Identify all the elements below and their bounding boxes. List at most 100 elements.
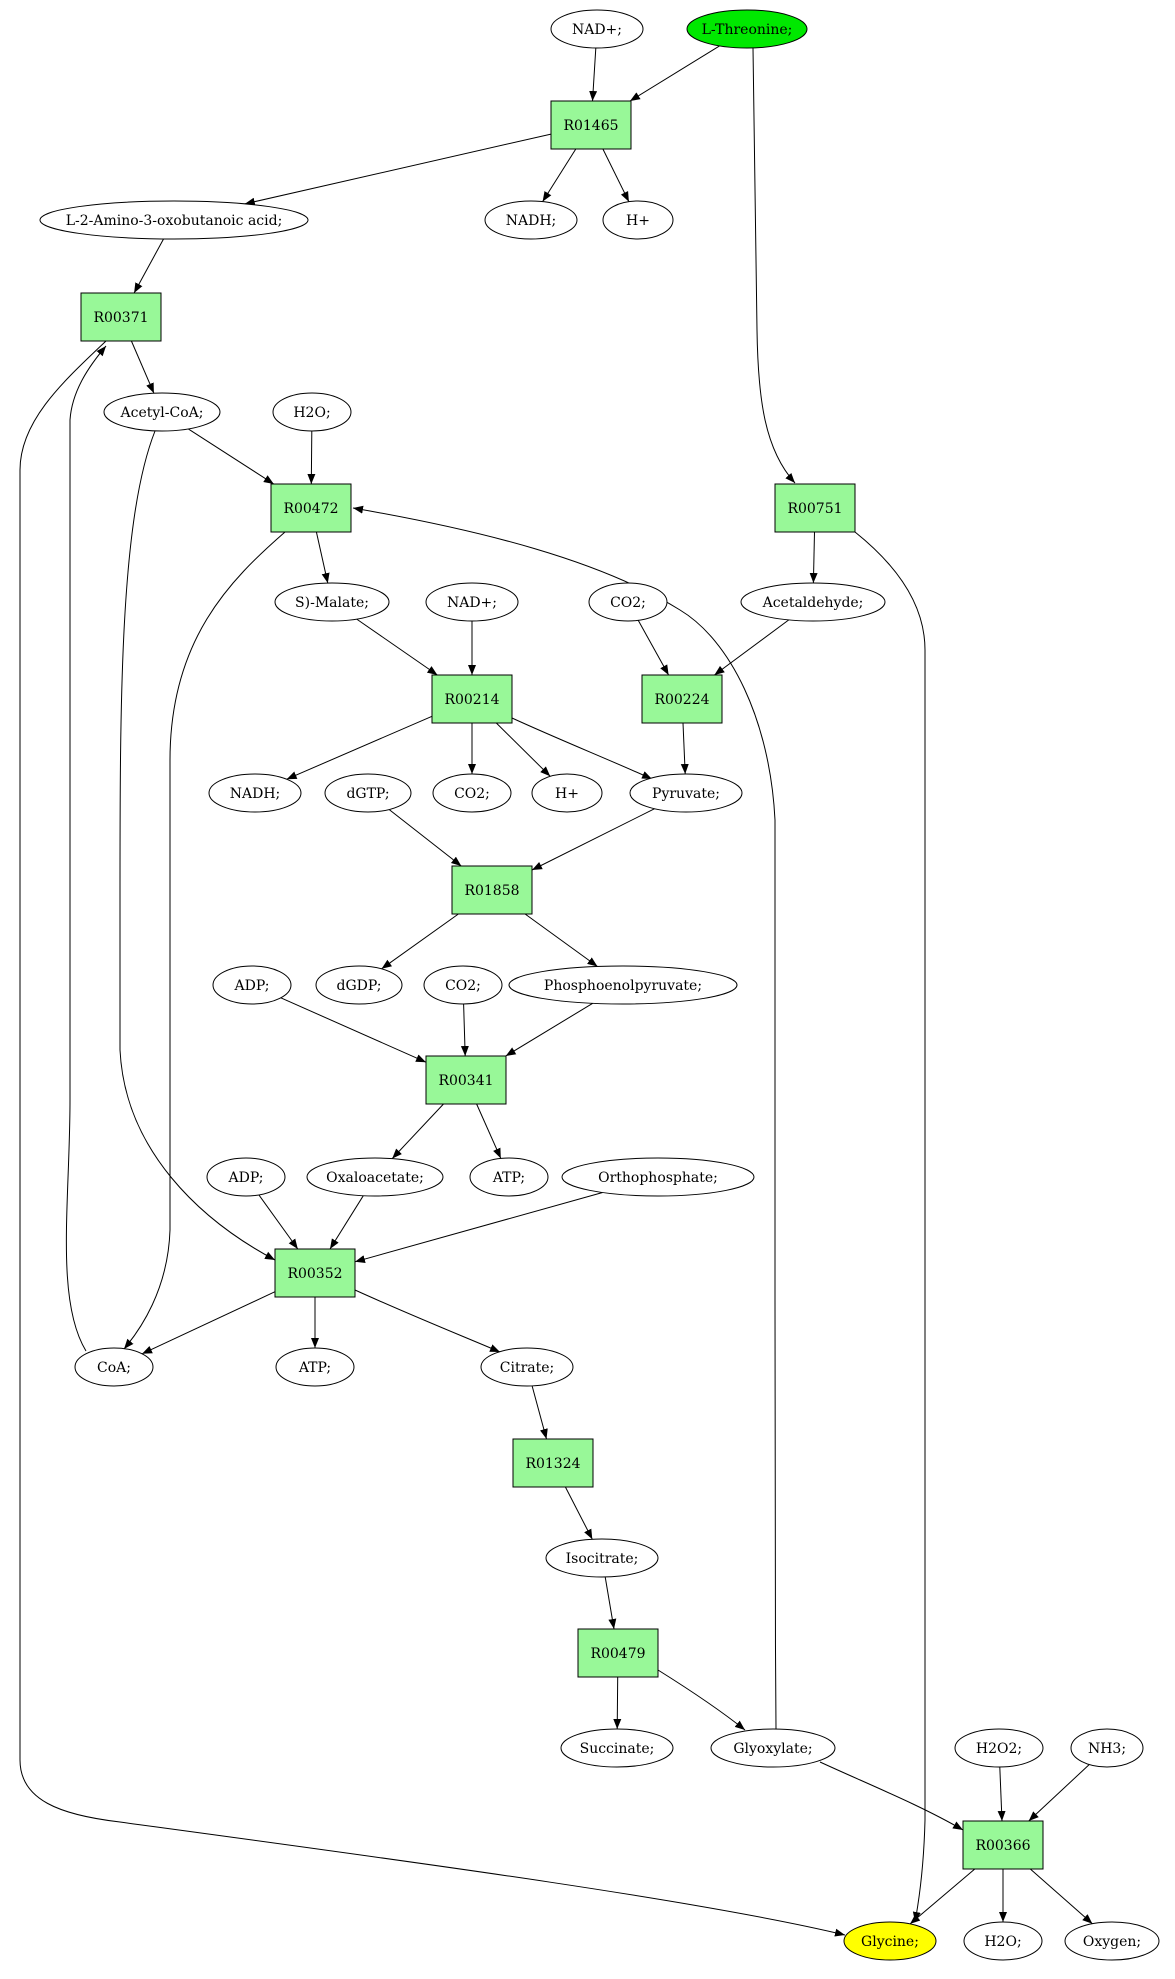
compound-node-co2_a: CO2; — [588, 582, 668, 622]
nodes-layer: NAD+;L-Threonine;R01465L-2-Amino-3-oxobu… — [39, 9, 1160, 1961]
compound-node-adp_b: ADP; — [206, 1157, 286, 1197]
edge-r00341-to-oxaloacetate — [391, 1103, 444, 1159]
compound-node-nad_top: NAD+; — [550, 9, 644, 49]
compound-node-citrate: Citrate; — [480, 1347, 574, 1387]
compound-ellipse — [315, 965, 403, 1005]
edge-r00352-to-citrate — [354, 1289, 501, 1353]
compound-ellipse — [208, 773, 302, 813]
compound-ellipse — [602, 200, 674, 240]
compound-node-nad_mid: NAD+; — [425, 582, 519, 622]
compound-ellipse — [484, 200, 578, 240]
edge-r00366-to-oxygen — [1029, 1868, 1093, 1925]
edges-layer — [19, 45, 1093, 1937]
compound-ellipse — [545, 1538, 659, 1578]
node-label: Orthophosphate; — [598, 1170, 718, 1186]
reaction-box — [962, 1820, 1044, 1870]
node-label: Pyruvate; — [652, 786, 720, 802]
compound-node-dgtp: dGTP; — [324, 773, 412, 813]
reaction-node-r00371: R00371 — [80, 292, 162, 342]
node-label: ATP; — [298, 1360, 331, 1376]
node-label: ATP; — [492, 1170, 525, 1186]
compound-ellipse — [710, 1728, 836, 1768]
node-label: CoA; — [97, 1360, 131, 1376]
edge-r00472-to-smalate — [315, 531, 330, 584]
compound-ellipse — [103, 392, 221, 432]
reaction-box — [274, 1248, 356, 1298]
reaction-node-r00224: R00224 — [641, 674, 723, 724]
node-label: CO2; — [610, 595, 646, 611]
compound-ellipse — [1070, 1728, 1144, 1768]
edge-r00341-to-atp_a — [476, 1103, 502, 1159]
edge-citrate-to-r01324 — [531, 1385, 548, 1440]
node-label: ADP; — [234, 978, 270, 994]
edge-r01858-to-pep — [524, 913, 598, 967]
compound-node-pyruvate: Pyruvate; — [629, 773, 743, 813]
node-label: Acetaldehyde; — [762, 595, 864, 611]
compound-node-orthophosphate: Orthophosphate; — [561, 1157, 755, 1197]
compound-node-isocitrate: Isocitrate; — [545, 1538, 659, 1578]
compound-node-co2_b: CO2; — [432, 773, 512, 813]
node-label: Isocitrate; — [566, 1551, 639, 1567]
edge-r00371-to-acetylcoa — [130, 340, 155, 394]
edge-isocitrate-to-r00479 — [604, 1576, 617, 1630]
edge-orthophosphate-to-r00352 — [354, 1192, 603, 1263]
compound-ellipse — [550, 9, 644, 49]
compound-node-smalate: S)-Malate; — [274, 582, 390, 622]
compound-ellipse — [686, 9, 808, 49]
compound-node-atp_a: ATP; — [469, 1157, 549, 1197]
compound-ellipse — [531, 773, 603, 813]
reaction-box — [80, 292, 162, 342]
edge-r01465-to-nadh_top — [542, 148, 577, 202]
reaction-box — [451, 865, 533, 915]
compound-node-glyoxylate: Glyoxylate; — [710, 1728, 836, 1768]
reaction-node-r00341: R00341 — [425, 1055, 507, 1105]
compound-ellipse — [480, 1347, 574, 1387]
edge-r00479-to-glyoxylate — [657, 1669, 746, 1731]
node-label: H+ — [626, 213, 650, 229]
edge-r00751-to-glycine — [854, 531, 926, 1923]
edge-adp_a-to-r00341 — [280, 997, 427, 1063]
node-label: Oxygen; — [1083, 1934, 1141, 1950]
compound-node-acetaldehyde: Acetaldehyde; — [740, 582, 886, 622]
compound-node-nadh_top: NADH; — [484, 200, 578, 240]
node-label: NADH; — [506, 213, 557, 229]
node-label: H2O; — [984, 1934, 1021, 1950]
reaction-box — [550, 100, 632, 150]
edge-r01324-to-isocitrate — [564, 1486, 593, 1540]
node-label: R00479 — [590, 1646, 645, 1662]
compound-node-h_top: H+ — [602, 200, 674, 240]
compound-node-nh3: NH3; — [1070, 1728, 1144, 1768]
compound-ellipse — [1064, 1921, 1160, 1961]
edge-r00352-to-coa — [141, 1291, 276, 1355]
node-label: L-Threonine; — [702, 22, 793, 38]
edge-glyoxylate-to-r00366 — [819, 1761, 964, 1831]
compound-ellipse — [324, 773, 412, 813]
edge-h2o2-to-r00366 — [997, 1766, 1006, 1822]
reaction-box — [577, 1628, 659, 1678]
edge-pep-to-r00341 — [505, 1002, 593, 1057]
compound-node-adp_a: ADP; — [212, 965, 292, 1005]
edge-amino_oxo-to-r00371 — [133, 238, 165, 294]
reaction-box — [641, 674, 723, 724]
compound-ellipse — [275, 1347, 355, 1387]
node-label: Oxaloacetate; — [326, 1170, 424, 1186]
node-label: Phosphoenolpyruvate; — [544, 978, 702, 994]
compound-ellipse — [423, 965, 503, 1005]
compound-ellipse — [508, 965, 738, 1005]
compound-ellipse — [963, 1921, 1043, 1961]
node-label: R00341 — [438, 1073, 493, 1089]
edge-nad_top-to-r01465 — [589, 47, 598, 102]
edge-r00366-to-glycine — [909, 1868, 976, 1925]
edge-r01858-to-dgdp — [381, 913, 459, 970]
reaction-box — [270, 483, 352, 533]
compound-node-amino_oxo: L-2-Amino-3-oxobutanoic acid; — [39, 200, 309, 240]
edge-h2o_a-to-r00472 — [307, 430, 316, 485]
edge-adp_b-to-r00352 — [258, 1194, 299, 1250]
compound-node-nadh_mid: NADH; — [208, 773, 302, 813]
compound-ellipse — [432, 773, 512, 813]
node-label: NAD+; — [447, 595, 497, 611]
node-label: R00224 — [654, 692, 709, 708]
edge-r01465-to-h_top — [602, 148, 630, 202]
compound-node-glycine: Glycine; — [843, 1921, 937, 1961]
edge-r00214-to-nadh_mid — [286, 715, 433, 780]
